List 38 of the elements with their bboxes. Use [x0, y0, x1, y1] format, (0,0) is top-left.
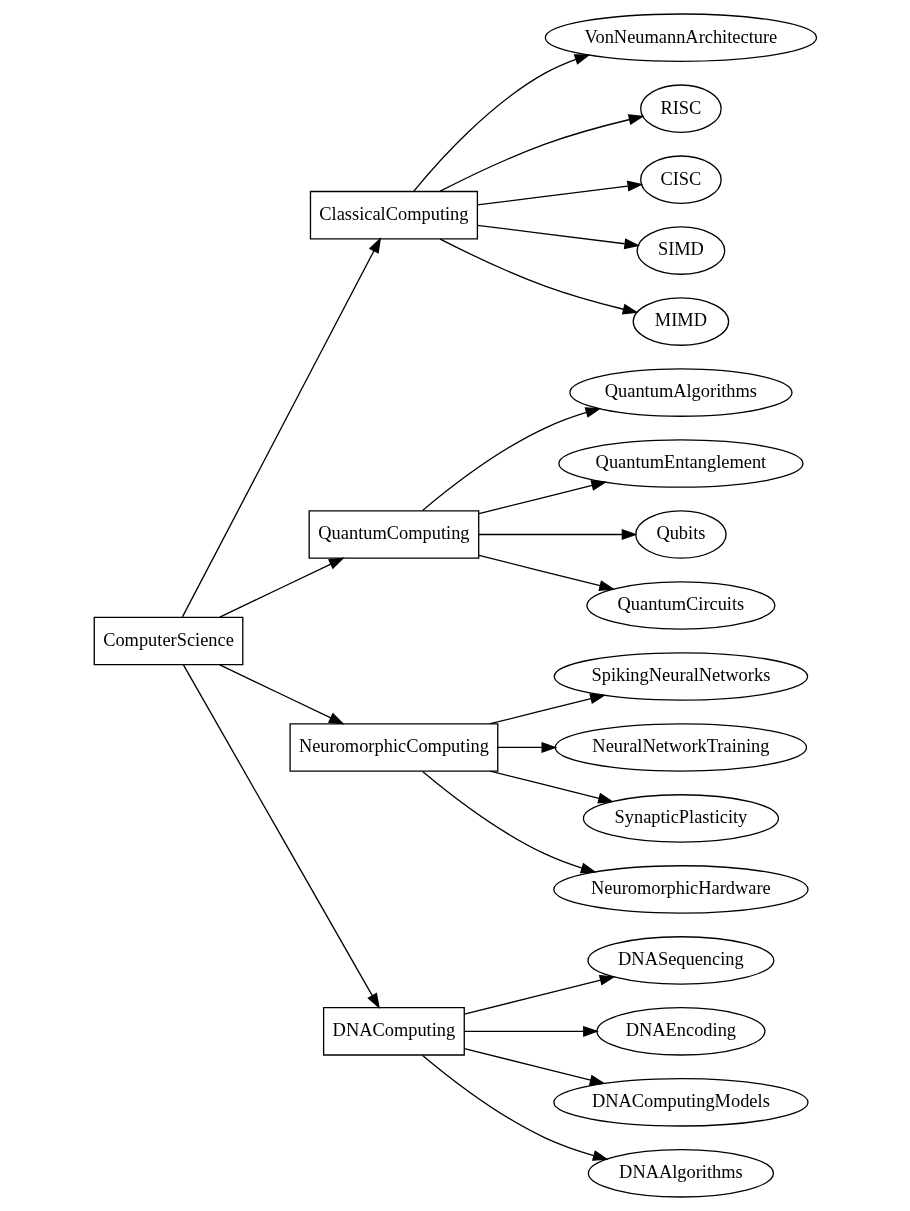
arrow [218, 557, 345, 618]
node-ellipse: VonNeumannArchitecture [544, 13, 817, 62]
arrow [463, 974, 615, 1015]
node-ellipse: RISC [639, 84, 722, 133]
arrow [439, 238, 638, 315]
node-box: NeuromorphicComputing [288, 723, 498, 772]
node-ellipse: SIMD [636, 226, 725, 275]
node-box: QuantumComputing [308, 510, 479, 559]
node-ellipse: MIMD [632, 297, 729, 346]
node-box: ClassicalComputing [309, 190, 478, 240]
arrow [476, 180, 643, 206]
arrow [412, 54, 590, 192]
arrow [421, 407, 601, 512]
arrow [477, 554, 615, 591]
node-ellipse: DNAComputingModels [552, 1078, 809, 1127]
node-ellipse: DNAEncoding [595, 1007, 766, 1056]
node-ellipse: QuantumEntanglement [557, 439, 804, 488]
arrow [477, 480, 607, 515]
node-ellipse: CISC [639, 155, 722, 204]
node-ellipse: Qubits [634, 510, 727, 559]
node-ellipse: NeuralNetworkTraining [554, 723, 807, 772]
arrow [218, 664, 345, 725]
arrow [477, 529, 637, 541]
node-ellipse: SpikingNeuralNetworks [553, 652, 808, 701]
arrow [463, 1047, 605, 1086]
arrow [463, 1025, 599, 1037]
arrow [476, 224, 640, 250]
arrow [421, 770, 597, 874]
arrow [182, 664, 380, 1010]
node-ellipse: NeuromorphicHardware [552, 865, 809, 914]
arrow [496, 741, 557, 753]
node-box: DNAComputing [322, 1007, 465, 1056]
arrow [181, 237, 381, 618]
arrow [489, 770, 614, 804]
arrow [421, 1054, 609, 1161]
node-box: ComputerScience [93, 616, 243, 666]
arrow [439, 114, 644, 192]
arrow [489, 693, 606, 725]
